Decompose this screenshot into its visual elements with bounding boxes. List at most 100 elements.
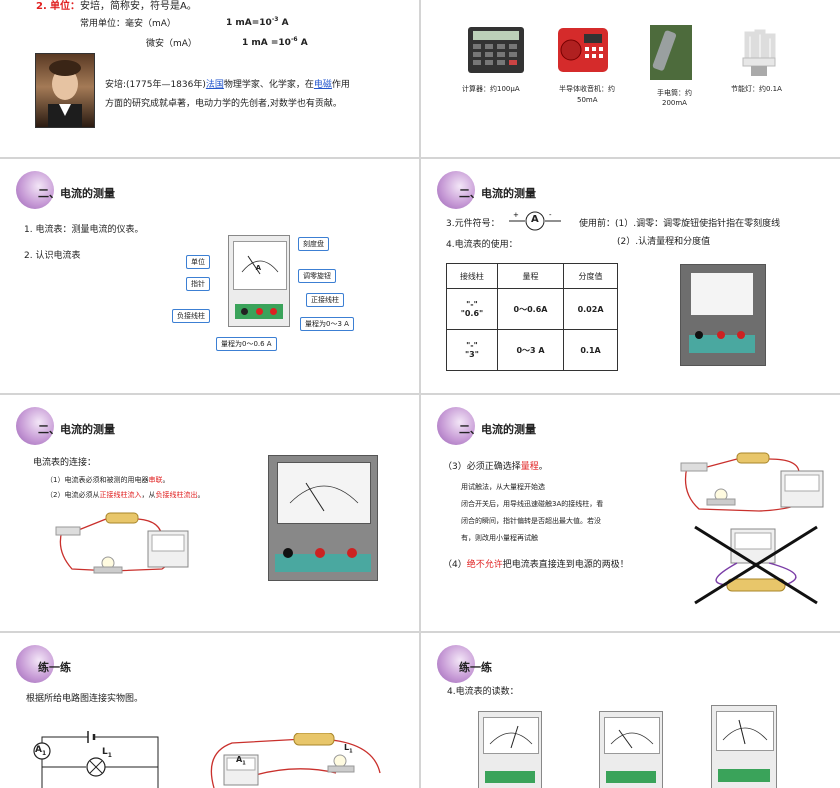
table-cell: 0.1A: [563, 329, 618, 371]
flashlight-icon: [650, 25, 692, 80]
range-table: 接线柱 量程 分度值 "-""0.6" 0～0.6A 0.02A "-""3" …: [446, 263, 618, 371]
portrait-icon: [48, 60, 82, 127]
use-label: 4.电流表的使用：: [446, 240, 518, 250]
trial-circuit-diagram: [679, 451, 829, 515]
schematic-icon: [33, 731, 159, 788]
meter-base: [606, 770, 656, 783]
ammeter-definition: 1. 电流表：测量电流的仪表。: [24, 225, 144, 235]
cfl-bulb-image: [733, 28, 781, 78]
never-connect-warning: （4）绝不允许把电流表直接连到电源的两极！: [443, 560, 629, 570]
radio-caption-value: 50mA: [577, 96, 598, 104]
slide-title: 二、电流的测量: [38, 187, 115, 200]
photo-terminal-3: [737, 331, 745, 339]
photo-dial-scale-icon: [289, 482, 359, 512]
slide-current-measurement-2: 二、电流的测量 3.元件符号： +- A 使用前：(1）.调零：调零旋钮使指针指…: [421, 159, 840, 393]
schematic-l1-label: L1: [102, 747, 112, 759]
cfl-bulb-icon: [742, 29, 776, 76]
symbol-label: 3.元件符号：: [446, 219, 500, 229]
recognize-ammeter: 2. 认识电流表: [24, 251, 81, 261]
flashlight-caption: 手电筒：约: [657, 89, 692, 97]
callout-negative: 负接线柱: [172, 309, 210, 323]
ma-equation: 1 mA=10-3 A: [226, 16, 289, 28]
common-units: 常用单位：毫安（mA）: [80, 19, 176, 29]
trial-line-3: 闭合的瞬间，指针偏转是否超出最大值。若没: [461, 517, 601, 525]
bio-line1: 安培:(1775年—1836年)法国物理学家、化学家，在电磁作用: [105, 80, 350, 90]
meter-face: [603, 716, 661, 755]
header-circle-icon: [437, 171, 475, 209]
header-circle-icon: [437, 645, 475, 683]
ammeter-dial: A: [232, 241, 288, 291]
header-circle-icon: [16, 171, 54, 209]
physical-l1-label: L1: [344, 743, 353, 755]
trial-circuit-icon: [680, 452, 824, 512]
meter-scale-icon: [489, 725, 533, 748]
calculator-image: [465, 25, 527, 75]
slide-header: 二、电流的测量: [16, 407, 216, 447]
slide-header: 练一练: [16, 645, 216, 685]
slide-title: 二、电流的测量: [459, 423, 536, 436]
table-row: "-""3" 0～3 A 0.1A: [446, 329, 618, 371]
link-electromagnetism[interactable]: 电磁: [313, 80, 332, 90]
ammeter-diagram: A: [228, 235, 290, 327]
ammeter-symbol: +- A: [509, 209, 561, 233]
table-cell: "-""0.6": [446, 288, 498, 330]
radio-image: [556, 22, 610, 76]
slide-title: 练一练: [459, 661, 492, 674]
link-france[interactable]: 法国: [205, 80, 224, 90]
before-use-2: (2）.认清量程和分度值: [617, 237, 711, 247]
callout-pointer: 指针: [186, 277, 210, 291]
photo-terminal-3: [347, 548, 357, 558]
unit-heading: 2. 单位：安培，简称安，符号是A。: [36, 1, 197, 12]
photo-base: [275, 554, 371, 572]
header-circle-icon: [16, 645, 54, 683]
slide-current-measurement-4: 二、电流的测量 （3）必须正确选择量程。 用试触法，从大量程开始选 闭合开关后，…: [421, 395, 840, 631]
forbidden-circuit-diagram: [691, 523, 821, 607]
flashlight-caption-value: 200mA: [662, 99, 687, 107]
photo-terminal-neg: [283, 548, 293, 558]
table-cell: 0～3 A: [496, 329, 565, 371]
photo-terminal-06: [315, 548, 325, 558]
slide-practice-2: 练一练 4.电流表的读数：: [421, 633, 840, 788]
table-cell: 0.02A: [563, 288, 618, 330]
ampere-portrait: [35, 53, 95, 128]
ammeter-photo: [268, 455, 378, 581]
circuit-icon: [55, 512, 189, 574]
meter-base: [718, 769, 770, 783]
schematic-a1-label: A1: [35, 745, 47, 757]
trial-line-2: 闭合开关后，用导线迅速碰触3A的接线柱，看: [461, 500, 604, 508]
meter-reading-label: 4.电流表的读数：: [447, 687, 519, 697]
trial-line-1: 用试触法，从大量程开始选: [461, 483, 545, 491]
header-circle-icon: [16, 407, 54, 445]
slide-title: 练一练: [38, 661, 71, 674]
slide-header: 二、电流的测量: [437, 407, 637, 447]
slide-header: 二、电流的测量: [16, 171, 216, 211]
ammeter-reading-3: [711, 705, 777, 788]
slide-current-examples: 计算器：约100μA 半导体收音机：约 50mA 手电筒：约 200mA 节能灯…: [421, 0, 840, 157]
meter-face: [482, 716, 540, 755]
slide-header: 二、电流的测量: [437, 171, 637, 211]
ammeter-reading-1: [478, 711, 542, 788]
table-header: 接线柱: [446, 263, 498, 289]
cfl-caption: 节能灯：约0.1A: [731, 85, 782, 93]
table-cell: "-""3": [446, 329, 498, 371]
callout-unit: 单位: [186, 255, 210, 269]
photo-terminal-06: [717, 331, 725, 339]
physical-circuit-icon: [210, 732, 381, 788]
rule-polarity: （2）电流必须从正接线柱流入，从负接线柱流出。: [46, 491, 205, 499]
terminal-06: [256, 308, 263, 316]
slide-title: 二、电流的测量: [38, 423, 115, 436]
forbidden-circuit-icon: [694, 525, 818, 605]
circuit-schematic: A1 L1: [28, 725, 164, 788]
bio-line2: 方面的研究成就卓著，电动力学的先创者,对数学也有贡献。: [105, 99, 342, 109]
photo-base: [689, 335, 755, 353]
ammeter-photo: [680, 264, 766, 366]
ua-label: 微安（mA）: [146, 39, 197, 49]
symbol-letter: A: [531, 214, 539, 225]
radio-caption: 半导体收音机：约: [559, 85, 615, 93]
connect-title: 电流表的连接：: [33, 458, 97, 468]
calculator-caption: 计算器：约100μA: [462, 85, 520, 93]
range-selection: （3）必须正确选择量程。: [443, 462, 548, 472]
ammeter-symbol-icon: +-: [509, 211, 561, 231]
meter-scale-icon: [610, 729, 654, 748]
callout-zero-knob: 调零旋钮: [298, 269, 336, 283]
